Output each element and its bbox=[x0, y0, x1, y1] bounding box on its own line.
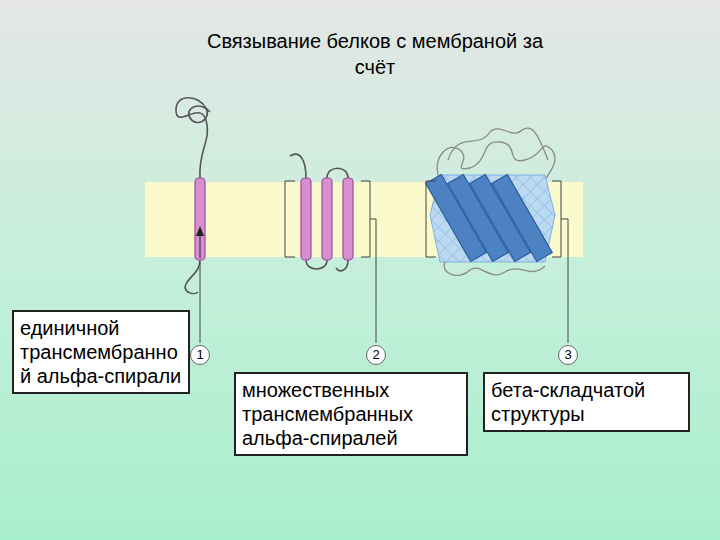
callout-text: 2 bbox=[367, 346, 385, 364]
leader-line bbox=[200, 262, 201, 343]
bracket bbox=[426, 181, 568, 343]
bracket bbox=[285, 181, 376, 343]
callout-text: 3 bbox=[559, 346, 577, 364]
diagram-title: Связывание белков с мембраной за счёт bbox=[205, 28, 545, 80]
protein-multi-helix bbox=[290, 154, 348, 271]
beta-strands bbox=[426, 175, 553, 262]
callout-number: 3 bbox=[558, 345, 578, 365]
box-text: единичной трансмембранной альфа-спирали bbox=[20, 316, 182, 388]
description-box: множественных трансмембранных альфа-спир… bbox=[234, 372, 468, 456]
box-text: бета-складчатой структуры bbox=[491, 378, 682, 426]
description-box: бета-складчатой структуры bbox=[483, 372, 690, 432]
callout-number: 2 bbox=[366, 345, 386, 365]
description-box: единичной трансмембранной альфа-спирали bbox=[12, 310, 190, 394]
protein-single-helix bbox=[176, 98, 210, 294]
callout-text: 1 bbox=[191, 346, 209, 364]
callout-number: 1 bbox=[190, 345, 210, 365]
box-text: множественных трансмембранных альфа-спир… bbox=[242, 378, 460, 450]
